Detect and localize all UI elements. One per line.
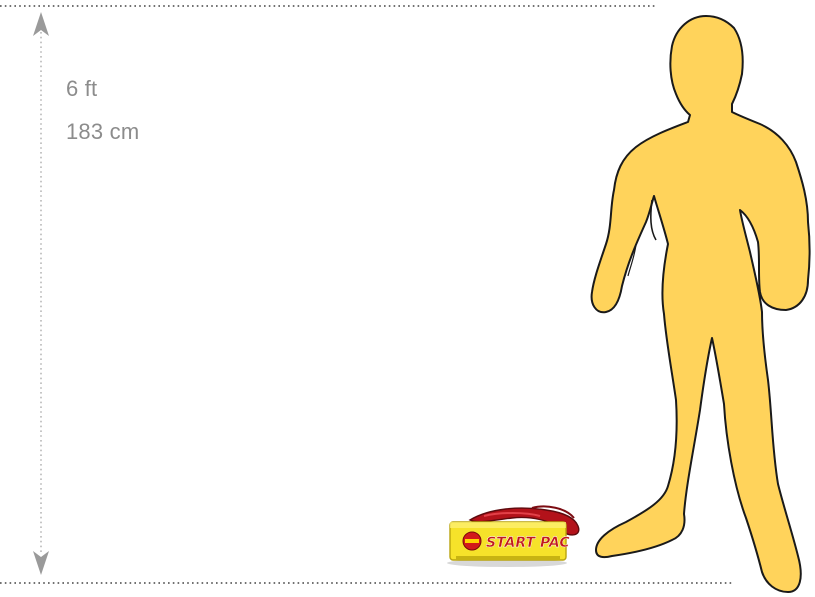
- human-silhouette: [592, 16, 810, 592]
- silhouette-detail-arm: [651, 200, 656, 240]
- start-pac-product: START PAC: [447, 506, 579, 567]
- down-arrow-icon: [33, 551, 49, 575]
- product-brand-lettering: START PAC: [486, 535, 570, 551]
- height-cm-label: 183 cm: [66, 121, 139, 143]
- height-feet-label: 6 ft: [66, 78, 97, 100]
